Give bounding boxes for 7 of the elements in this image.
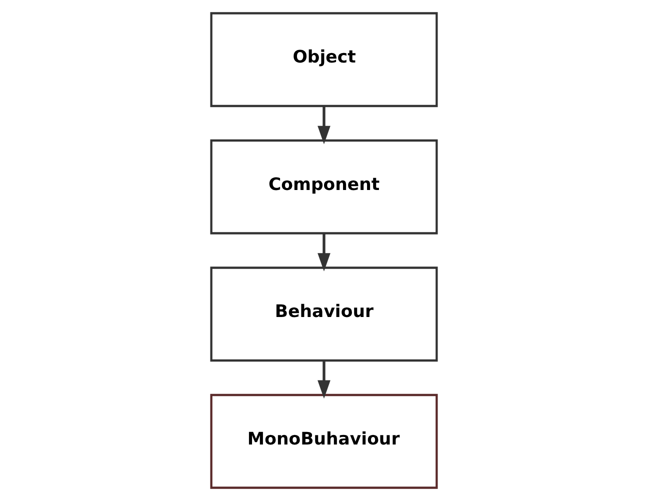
arrow [318,360,330,399]
node-box: MonoBuhaviour [210,394,438,489]
arrow [318,233,330,272]
node-box: Component [210,139,438,234]
node-box: Object [210,12,438,108]
arrow [318,106,330,144]
node-box: Behaviour [210,266,438,362]
